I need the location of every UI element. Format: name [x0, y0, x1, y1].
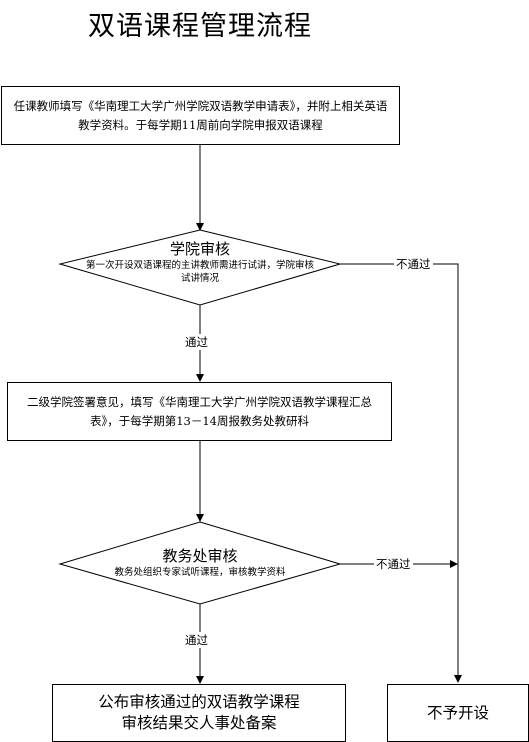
- edge-label-fail-1: 不通过: [394, 256, 433, 272]
- decision-office-review: 教务处审核 教务处组织专家试听课程，审核教学资料: [80, 545, 320, 579]
- page-title: 双语课程管理流程: [88, 11, 312, 42]
- edge-label-pass-2: 通过: [183, 632, 210, 648]
- decision-college-review-desc: 第一次开设双语课程的主讲教师需进行试讲，学院审核试讲情况: [85, 260, 314, 284]
- step-summary-text: 二级学院签署意见，填写《华南理工大学广州学院双语教学课程汇总表》，于每学期第13…: [27, 394, 372, 428]
- step-publish-line1: 公布审核通过的双语教学课程: [98, 693, 300, 711]
- step-reject-box: 不予开设: [387, 684, 529, 742]
- step-apply-text: 任课教师填写《华南理工大学广州学院双语教学申请表》，并附上相关英语教学资料。于每…: [13, 98, 388, 132]
- line-college-review-fail: [340, 263, 462, 683]
- step-summary-box: 二级学院签署意见，填写《华南理工大学广州学院双语教学课程汇总表》，于每学期第13…: [7, 382, 392, 441]
- decision-office-review-title: 教务处审核: [162, 547, 238, 565]
- decision-college-review-title: 学院审核: [169, 240, 230, 258]
- decision-office-review-desc: 教务处组织专家试听课程，审核教学资料: [114, 567, 286, 578]
- decision-office-review-shape: [58, 521, 342, 605]
- step-publish-box: 公布审核通过的双语教学课程 审核结果交人事处备案: [52, 684, 346, 742]
- step-publish-line2: 审核结果交人事处备案: [121, 714, 277, 732]
- decision-college-review-shape: [58, 229, 342, 306]
- step-apply-box: 任课教师填写《华南理工大学广州学院双语教学申请表》，并附上相关英语教学资料。于每…: [1, 86, 400, 145]
- edge-label-fail-2: 不通过: [374, 556, 413, 572]
- edge-label-pass-1: 通过: [183, 334, 210, 350]
- decision-college-review: 学院审核 第一次开设双语课程的主讲教师需进行试讲，学院审核试讲情况: [70, 238, 330, 285]
- step-reject-text: 不予开设: [426, 703, 489, 722]
